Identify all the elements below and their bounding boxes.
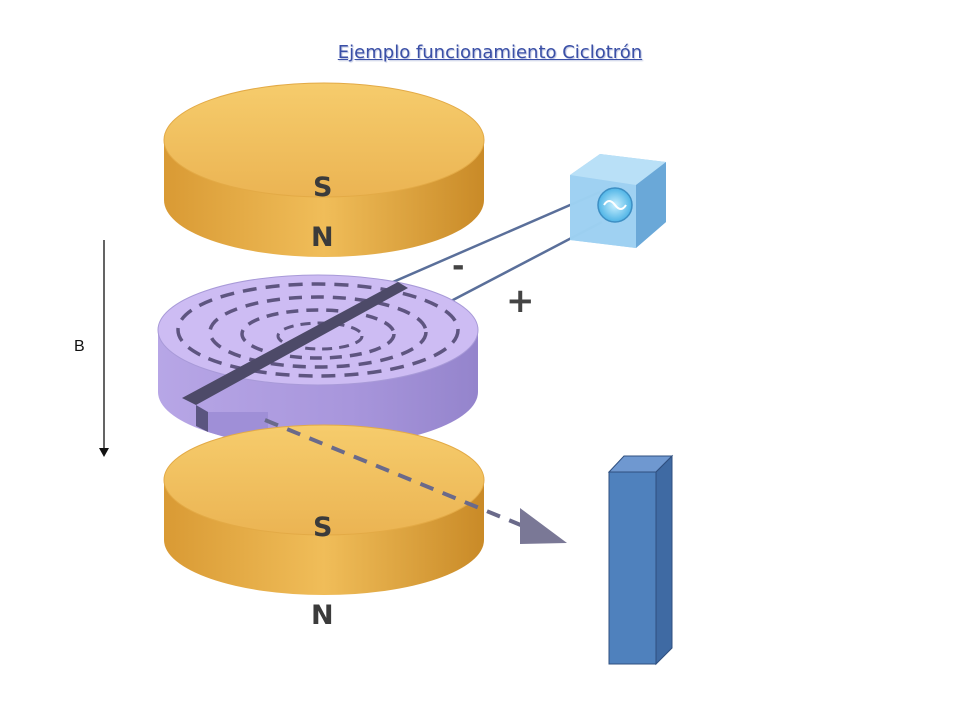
oscillator-box — [570, 154, 666, 248]
top-magnet-north-label: N — [311, 222, 334, 253]
bottom-magnet: S N — [163, 424, 485, 631]
slide-title: Ejemplo funcionamiento Ciclotrón — [337, 42, 643, 63]
dees — [157, 274, 479, 450]
magnetic-field-label: B — [74, 338, 85, 355]
bottom-magnet-north-label: N — [311, 600, 334, 631]
field-arrow — [99, 240, 109, 457]
exit-beam-arrow — [264, 418, 567, 544]
top-magnet: S N — [163, 82, 485, 257]
positive-electrode-label: + — [506, 281, 535, 321]
target-block — [607, 454, 674, 666]
negative-electrode-label: - — [452, 249, 464, 284]
top-magnet-south-label: S — [313, 172, 332, 203]
bottom-magnet-south-label: S — [313, 512, 332, 543]
